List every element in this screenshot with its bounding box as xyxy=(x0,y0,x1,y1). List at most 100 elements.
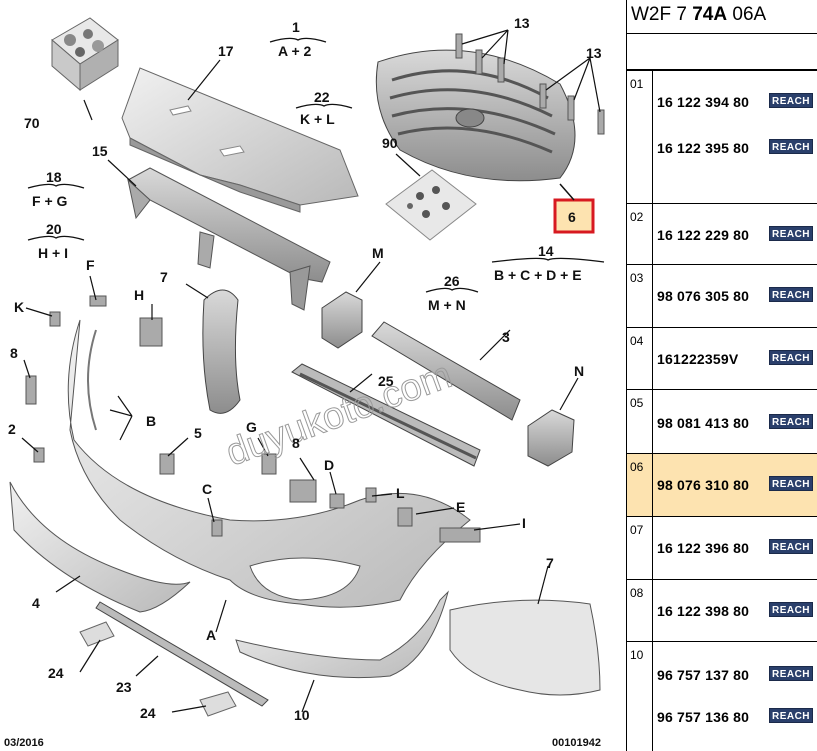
reach-badge: REACH xyxy=(769,666,813,681)
label-5: 5 xyxy=(194,425,202,441)
part-number[interactable]: 96 757 136 80 xyxy=(657,709,750,725)
part-number[interactable]: 16 122 398 80 xyxy=(657,603,750,619)
part-25-lower-grille[interactable] xyxy=(291,363,481,467)
label-14-sub: B + C + D + E xyxy=(494,267,582,283)
label-17: 17 xyxy=(218,43,234,59)
label-H: H xyxy=(134,287,144,303)
header-divider xyxy=(627,33,817,34)
part-number[interactable]: 98 076 310 80 xyxy=(657,477,750,493)
label-6: 6 xyxy=(568,209,576,225)
part-number[interactable]: 16 122 229 80 xyxy=(657,227,750,243)
part-row-index: 10 xyxy=(627,642,653,751)
part-row-index: 02 xyxy=(627,204,653,264)
label-20: 20 xyxy=(46,221,62,237)
reach-badge: REACH xyxy=(769,93,813,108)
label-2: 2 xyxy=(8,421,16,437)
part-3-bracket[interactable] xyxy=(371,321,521,421)
label-C: C xyxy=(202,481,212,497)
label-1-sub: A + 2 xyxy=(278,43,312,59)
label-14: 14 xyxy=(538,243,554,259)
part-row-index: 06 xyxy=(627,454,653,516)
label-L: L xyxy=(396,485,405,501)
label-K: K xyxy=(14,299,24,315)
group-braces xyxy=(27,37,605,293)
part-row-index: 05 xyxy=(627,390,653,453)
label-70: 70 xyxy=(24,115,40,131)
watermark: duyukoto.com xyxy=(221,354,458,474)
part-number[interactable]: 161222359V xyxy=(657,351,739,367)
header-bold: 74A xyxy=(692,4,728,25)
label-N: N xyxy=(574,363,584,379)
part-6-highlight[interactable] xyxy=(553,183,595,234)
part-M-bracket[interactable] xyxy=(321,291,363,349)
reach-badge: REACH xyxy=(769,350,813,365)
label-3: 3 xyxy=(502,329,510,345)
callout-labels: 1 A + 2 13 13 17 22 K + L 70 15 18 F + G… xyxy=(4,15,602,749)
label-22: 22 xyxy=(314,89,330,105)
part-number[interactable]: 16 122 394 80 xyxy=(657,94,750,110)
part-24-covers[interactable] xyxy=(79,621,237,717)
label-13a: 13 xyxy=(514,15,530,31)
part-row-index: 03 xyxy=(627,265,653,327)
label-26: 26 xyxy=(444,273,460,289)
label-25: 25 xyxy=(378,373,394,389)
label-4: 4 xyxy=(32,595,40,611)
label-20-sub: H + I xyxy=(38,245,68,261)
diagram-code-header: W2F 7 74A 06A xyxy=(627,0,817,33)
leader-lines xyxy=(21,29,601,713)
label-18-sub: F + G xyxy=(32,193,68,209)
header-divider-2 xyxy=(627,69,817,70)
exploded-parts-diagram: duyukoto.com 1 A + 2 13 13 17 22 K + L 7… xyxy=(4,15,605,749)
label-F: F xyxy=(86,257,95,273)
label-26-sub: M + N xyxy=(428,297,466,313)
footer-date: 03/2016 xyxy=(4,737,44,749)
part-number[interactable]: 98 076 305 80 xyxy=(657,288,750,304)
part-row-index: 04 xyxy=(627,328,653,389)
part-17-upper-cover[interactable] xyxy=(121,67,359,213)
label-B: B xyxy=(146,413,156,429)
header-suffix: 06A xyxy=(727,4,767,25)
part-number[interactable]: 96 757 137 80 xyxy=(657,667,750,683)
small-clips[interactable] xyxy=(25,295,481,543)
part-number[interactable]: 16 122 395 80 xyxy=(657,140,750,156)
reach-badge: REACH xyxy=(769,476,813,491)
part-10-lower-moulding[interactable] xyxy=(235,590,449,679)
part-number[interactable]: 98 081 413 80 xyxy=(657,415,750,431)
label-M: M xyxy=(372,245,384,261)
label-24b: 24 xyxy=(140,705,156,721)
label-E: E xyxy=(456,499,465,515)
part-row-index: 08 xyxy=(627,580,653,641)
part-number[interactable]: 16 122 396 80 xyxy=(657,540,750,556)
label-8a: 8 xyxy=(10,345,18,361)
label-23: 23 xyxy=(116,679,132,695)
part-15-upper-crossmember[interactable] xyxy=(127,167,331,311)
label-D: D xyxy=(324,457,334,473)
part-13-clips[interactable] xyxy=(455,33,605,135)
part-7-left-bracket[interactable] xyxy=(202,289,241,414)
part-4-lower-spoiler[interactable] xyxy=(9,481,191,613)
part-90-kit[interactable] xyxy=(385,169,477,241)
reach-badge: REACH xyxy=(769,708,813,723)
label-24a: 24 xyxy=(48,665,64,681)
label-7b: 7 xyxy=(546,555,554,571)
reach-badge: REACH xyxy=(769,139,813,154)
reach-badge: REACH xyxy=(769,539,813,554)
label-90: 90 xyxy=(382,135,398,151)
reach-badge: REACH xyxy=(769,287,813,302)
part-row-index: 01 xyxy=(627,71,653,203)
part-70-fastener-kit[interactable] xyxy=(51,17,119,92)
part-23-strip[interactable] xyxy=(95,601,269,707)
part-N-bracket[interactable] xyxy=(527,409,575,467)
header-prefix: W2F 7 xyxy=(631,4,693,25)
part-7-right-bracket[interactable] xyxy=(449,599,601,696)
